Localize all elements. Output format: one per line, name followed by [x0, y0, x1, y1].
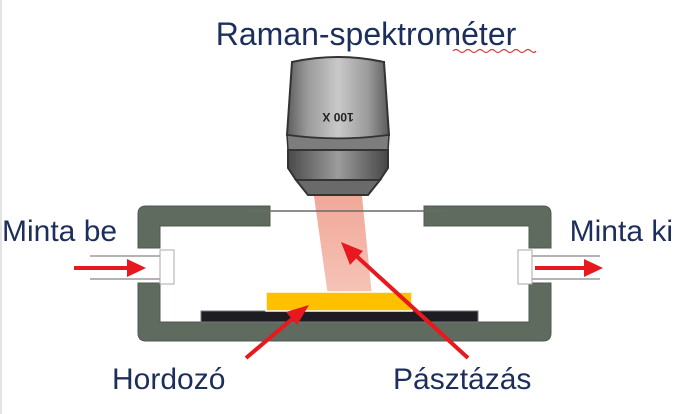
- inlet-label: Minta be: [2, 215, 117, 248]
- scanning-pointer-arrow: [341, 242, 470, 360]
- substrate: [265, 291, 413, 312]
- scanning-label: Pásztázás: [393, 363, 531, 396]
- substrate-label: Hordozó: [112, 363, 225, 396]
- flow-cell-chamber: [137, 205, 552, 342]
- outlet-tube: [517, 249, 600, 285]
- sample-stage: [200, 310, 479, 323]
- inlet-tube: [90, 249, 175, 285]
- objective-magnification: 100 X: [322, 110, 353, 124]
- arrow-right-icon: [74, 259, 146, 277]
- spectrometer-title: Raman-spektrométer: [216, 16, 517, 52]
- microscope-objective-icon: 100 X: [285, 56, 391, 196]
- outlet-label: Minta ki: [570, 215, 673, 248]
- substrate-pointer-arrow: [244, 305, 309, 360]
- spellcheck-underline: [452, 48, 537, 54]
- arrow-right-icon: [535, 259, 603, 277]
